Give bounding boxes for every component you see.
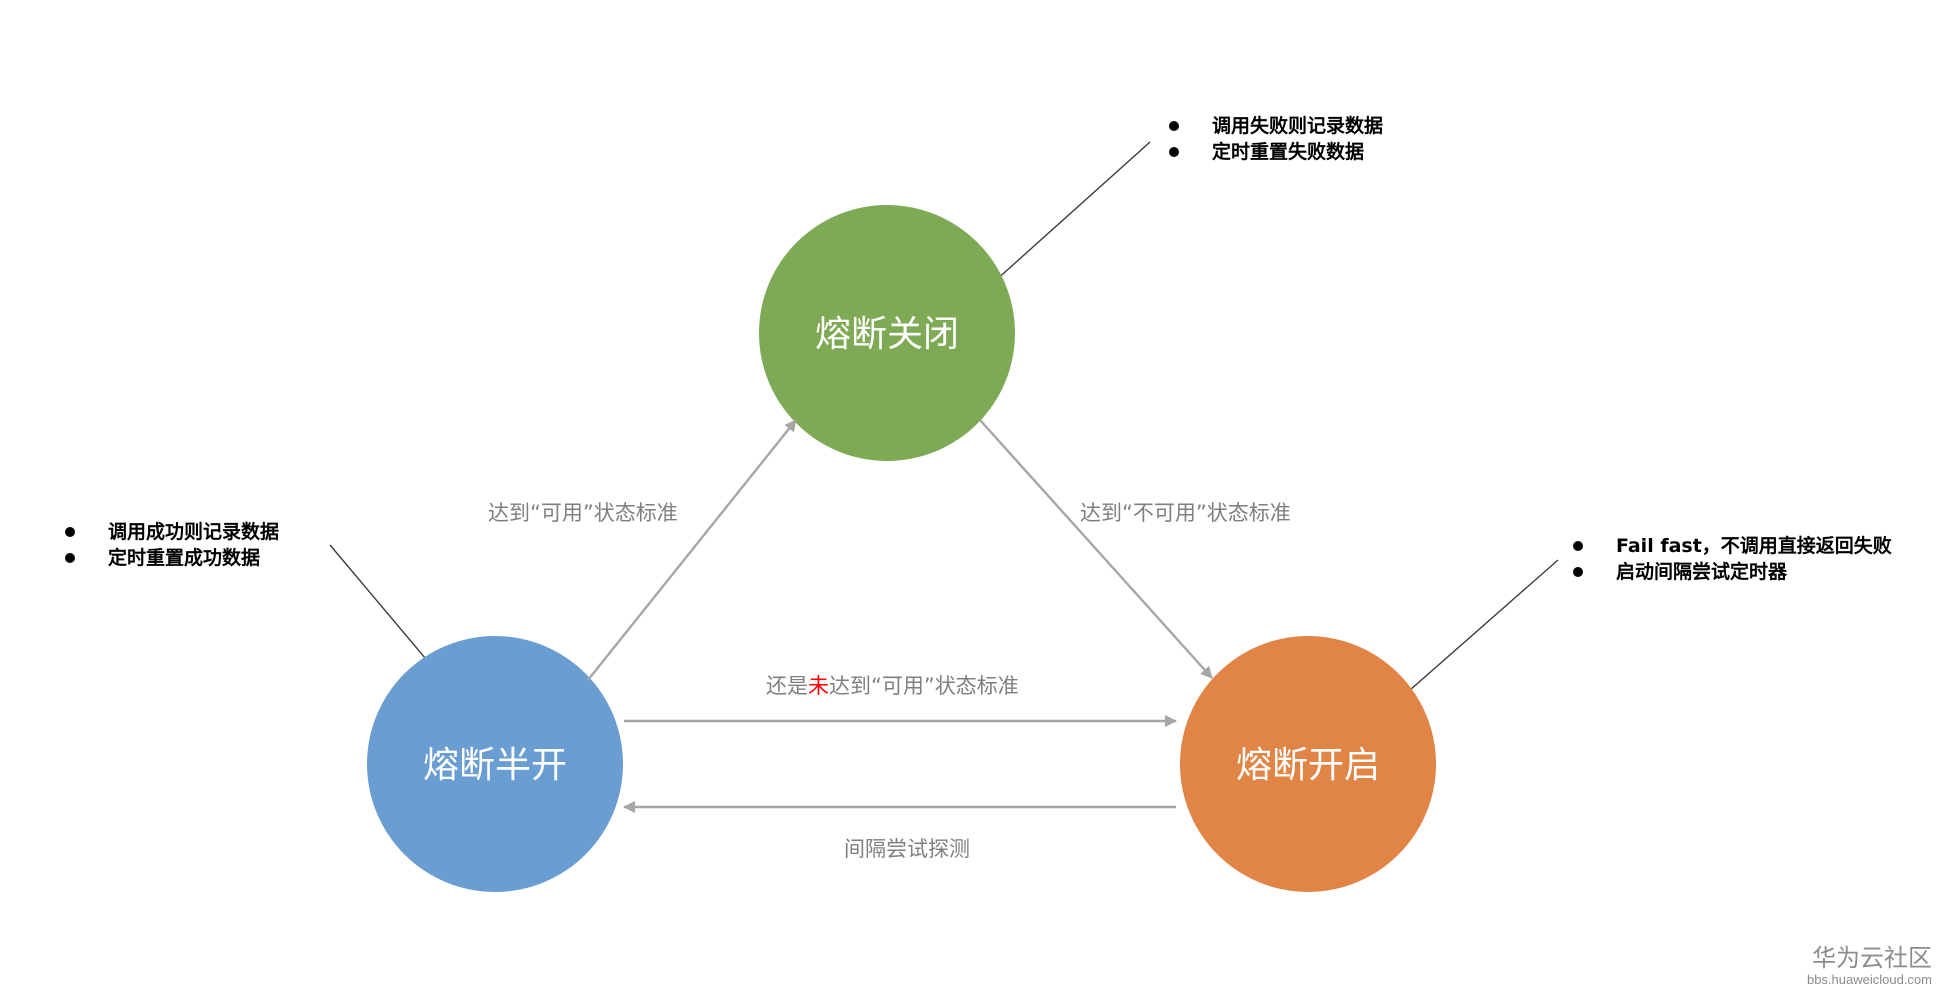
closed-note-item: 定时重置失败数据 bbox=[1166, 139, 1383, 165]
edge-label-half-to-open-highlight: 未 bbox=[808, 674, 829, 698]
closed-notes: 调用失败则记录数据 定时重置失败数据 bbox=[1166, 113, 1383, 165]
edge-label-half-to-closed: 达到“可用”状态标准 bbox=[488, 501, 678, 525]
watermark-url: bbs.huaweicloud.com bbox=[1806, 972, 1932, 987]
state-node-open-label: 熔断开启 bbox=[1236, 745, 1380, 786]
watermark-brand: 华为云社区 bbox=[1812, 944, 1932, 972]
open-notes: Fail fast，不调用直接返回失败 启动间隔尝试定时器 bbox=[1570, 533, 1892, 585]
arrow-closed-to-open bbox=[979, 419, 1213, 679]
edge-label-half-to-open-prefix: 还是 bbox=[766, 674, 808, 698]
half-open-note-item: 定时重置成功数据 bbox=[62, 545, 279, 571]
edge-label-half-to-open-suffix: 达到“可用”状态标准 bbox=[829, 674, 1019, 698]
state-node-half-open bbox=[367, 636, 623, 892]
closed-note-item: 调用失败则记录数据 bbox=[1166, 113, 1383, 139]
edge-label-half-to-open: 还是未达到“可用”状态标准 bbox=[766, 674, 1019, 698]
state-node-open bbox=[1180, 636, 1436, 892]
open-note-item: Fail fast，不调用直接返回失败 bbox=[1570, 533, 1892, 559]
open-callout-line bbox=[1384, 559, 1559, 713]
half-open-notes: 调用成功则记录数据 定时重置成功数据 bbox=[62, 519, 279, 571]
state-node-closed-label: 熔断关闭 bbox=[815, 314, 959, 355]
open-note-item: 启动间隔尝试定时器 bbox=[1570, 559, 1892, 585]
closed-callout-line bbox=[984, 141, 1151, 291]
edge-label-open-to-half: 间隔尝试探测 bbox=[844, 837, 970, 861]
state-node-closed bbox=[759, 205, 1015, 461]
state-node-half-open-label: 熔断半开 bbox=[423, 745, 567, 786]
edge-label-closed-to-open: 达到“不可用”状态标准 bbox=[1080, 501, 1291, 525]
arrow-half-open-to-closed bbox=[587, 419, 797, 681]
half-open-note-item: 调用成功则记录数据 bbox=[62, 519, 279, 545]
watermark: 华为云社区 bbs.huaweicloud.com bbox=[1807, 944, 1932, 988]
